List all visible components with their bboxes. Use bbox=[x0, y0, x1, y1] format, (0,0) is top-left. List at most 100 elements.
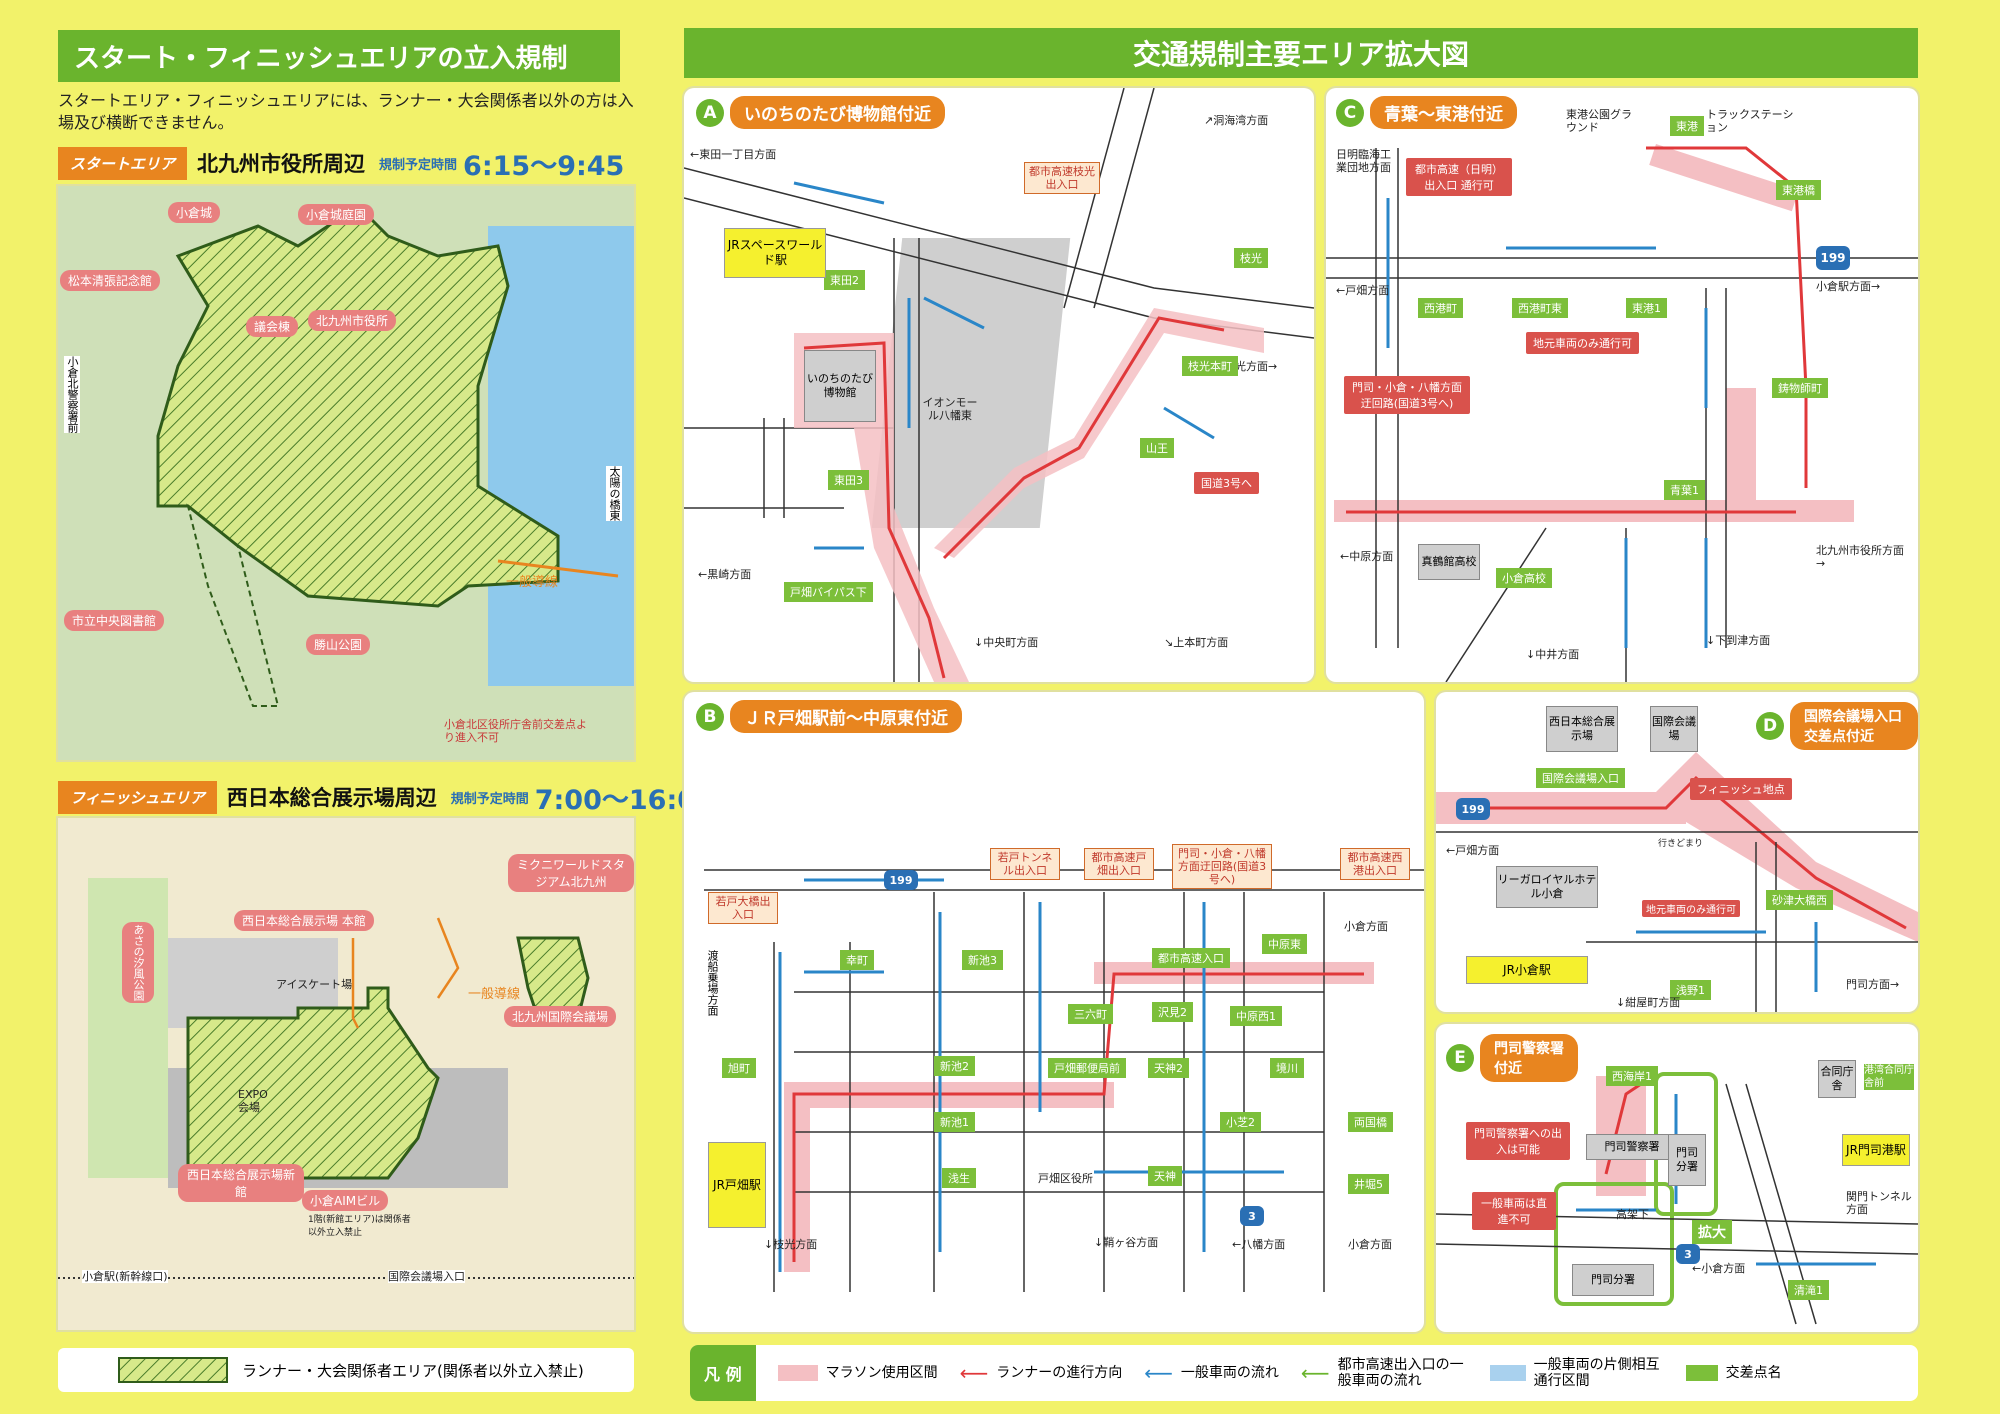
b-ramp-1: 若戸トンネル出入口 bbox=[990, 848, 1060, 880]
b-green-16: 両国橋 bbox=[1348, 1112, 1393, 1132]
panel-c-svg bbox=[1326, 144, 1918, 682]
panel-a-svg bbox=[684, 88, 1314, 682]
map-label-intl-conference: 北九州国際会議場 bbox=[504, 1006, 617, 1027]
b-dir-1: 渡船乗場方面 bbox=[706, 950, 719, 1016]
panel-c: C 青葉〜東港付近 日明臨海工業団地方面 ←戸畑方面 小倉駅方面→ ←中原方面 … bbox=[1326, 88, 1918, 682]
b-route-3: 3 bbox=[1240, 1206, 1264, 1226]
legend-heading: 凡 例 bbox=[690, 1345, 756, 1401]
c-ramp: 都市高速（日明）出入口 通行可 bbox=[1406, 158, 1512, 196]
panel-d: D 国際会議場入口交差点付近 西日本総合展示場 国際会議場 リーガロイヤルホテル… bbox=[1436, 692, 1918, 1012]
e-building-3: JR門司港駅 bbox=[1842, 1134, 1910, 1166]
panel-b: B ＪＲ戸畑駅前〜中原東付近 若戸大橋出入口 若戸トンネル出入口 都市高速戸畑出… bbox=[684, 692, 1424, 1332]
d-building-0: 西日本総合展示場 bbox=[1546, 706, 1618, 752]
map-label-expo-main: 西日本総合展示場 本館 bbox=[234, 910, 374, 931]
e-green-0: 西海岸1 bbox=[1606, 1066, 1658, 1086]
b-dir-5: 小倉方面 bbox=[1348, 1238, 1392, 1251]
b-ramp-0: 若戸大橋出入口 bbox=[708, 892, 778, 924]
e-building-4: 高架下 bbox=[1616, 1208, 1649, 1221]
b-green-2: 都市高速入口 bbox=[1152, 948, 1230, 968]
b-ramp-3: 都市高速西港出入口 bbox=[1340, 848, 1410, 880]
a-route3-tag: 国道3号へ bbox=[1194, 472, 1259, 494]
a-green-2: 枝光本町 bbox=[1182, 356, 1238, 376]
legend-marathon-label: マラソン使用区間 bbox=[825, 1365, 938, 1381]
c-route-199: 199 bbox=[1816, 246, 1850, 270]
panel-e-title: 門司警察署付近 bbox=[1480, 1034, 1578, 1082]
start-area-map: 小倉城 小倉城庭園 松本清張記念館 議会棟 北九州市役所 市立中央図書館 勝山公… bbox=[58, 186, 634, 760]
d-building-1: 国際会議場 bbox=[1650, 706, 1698, 752]
legend-expressway: ⟵ 都市高速出入口の一般車両の流れ bbox=[1301, 1357, 1468, 1389]
legend-traffic: ⟵ 一般車両の流れ bbox=[1144, 1361, 1279, 1385]
finish-tag: フィニッシュエリア bbox=[58, 780, 217, 814]
e-monji-branch: 門司分署 bbox=[1668, 1134, 1706, 1186]
e-harbor-office: 港湾合同庁舎前 bbox=[1864, 1064, 1914, 1090]
d-building-3: JR小倉駅 bbox=[1466, 956, 1588, 984]
panel-e: E 門司警察署付近 門司警察署への出入は可能 一般車両は直進不可 門司警察署 門… bbox=[1436, 1024, 1918, 1332]
b-green-3: 中原東 bbox=[1262, 934, 1307, 954]
b-green-4: 旭町 bbox=[722, 1058, 756, 1078]
c-green-0: 東港 bbox=[1670, 116, 1704, 136]
d-green-1: 砂津大橋西 bbox=[1766, 890, 1833, 910]
map-label-no-entry: 小倉北区役所庁舎前交差点より進入不可 bbox=[444, 718, 587, 744]
start-tag: スタートエリア bbox=[58, 146, 188, 180]
map-label-stadium: ミクニワールドスタジアム北九州 bbox=[508, 854, 634, 892]
e-green-1: 清滝1 bbox=[1788, 1280, 1829, 1300]
finish-time-label: 規制予定時間 bbox=[450, 791, 529, 807]
map-label-city-hall: 北九州市役所 bbox=[308, 310, 397, 331]
start-subhead: スタートエリア 北九州市役所周辺 規制予定時間 6:15〜9:45 bbox=[58, 146, 624, 182]
legend-alternating: 一般車両の片側相互通行区間 bbox=[1489, 1357, 1664, 1389]
b-green-11: 新池1 bbox=[934, 1112, 975, 1132]
b-dir-3: ↓鞘ヶ谷方面 bbox=[1094, 1236, 1159, 1249]
b-dir-0: 小倉方面 bbox=[1344, 920, 1388, 933]
d-dir-1: 門司方面→ bbox=[1846, 978, 1900, 991]
c-green-3: 西港町東 bbox=[1512, 298, 1568, 318]
b-green-12: 境川 bbox=[1270, 1058, 1304, 1078]
d-route-199: 199 bbox=[1456, 798, 1490, 820]
panel-a-runner-route bbox=[803, 341, 946, 679]
map-label-aim: 小倉AIMビル bbox=[302, 1190, 389, 1211]
a-museum: いのちのたび博物館 bbox=[804, 350, 876, 422]
panel-b-header: B ＪＲ戸畑駅前〜中原東付近 bbox=[696, 700, 962, 733]
c-dir-0: 日明臨海工業団地方面 bbox=[1336, 148, 1391, 174]
d-finish: フィニッシュ地点 bbox=[1690, 778, 1792, 800]
b-green-1: 新池3 bbox=[962, 950, 1003, 970]
a-green-4: 東田3 bbox=[828, 470, 869, 490]
map-label-aim-note: 1階(新館エリア)は関係者以外立入禁止 bbox=[308, 1215, 411, 1238]
map-label-kokura-castle: 小倉城 bbox=[168, 202, 221, 223]
c-place-1: トラックステーション bbox=[1706, 108, 1794, 134]
start-map-svg bbox=[58, 186, 634, 760]
finish-general-route bbox=[351, 938, 360, 1029]
a-dir-1: ↗洞海湾方面 bbox=[1204, 114, 1269, 127]
legend-marathon-swatch bbox=[777, 1365, 818, 1381]
a-dir-0: ←東田一丁目方面 bbox=[690, 148, 777, 161]
map-label-conference-entrance: 国際会議場入口 bbox=[388, 1270, 465, 1283]
a-green-1: 枝光 bbox=[1234, 248, 1268, 268]
panel-a: A いのちのたび博物館付近 ←東田一丁目方面 ↗洞海湾方面 枝光方面→ ←黒崎方… bbox=[684, 88, 1314, 682]
e-route-3: 3 bbox=[1676, 1244, 1700, 1264]
right-title-bar: 交通規制主要エリア拡大図 bbox=[684, 28, 1918, 78]
d-deadend: 行きどまり bbox=[1658, 839, 1704, 849]
panel-b-runner-route bbox=[792, 972, 1364, 1262]
b-green-6: 三六町 bbox=[1068, 1004, 1113, 1024]
start-place: 北九州市役所周辺 bbox=[197, 152, 366, 176]
a-jr-station: JRスペースワールド駅 bbox=[724, 228, 826, 278]
panel-d-title: 国際会議場入口交差点付近 bbox=[1790, 702, 1918, 750]
legend-runner-label: ランナーの進行方向 bbox=[996, 1365, 1123, 1381]
map-label-katsuyama-park: 勝山公園 bbox=[306, 634, 371, 655]
map-label-expo-venue: EXPO会場 bbox=[238, 1088, 268, 1114]
c-place-2: 真鶴館高校 bbox=[1418, 544, 1480, 580]
finish-place: 西日本総合展示場周辺 bbox=[226, 786, 437, 810]
legend-expressway-arrow-icon: ⟵ bbox=[1300, 1361, 1330, 1385]
panel-e-header: E 門司警察署付近 bbox=[1446, 1034, 1578, 1082]
c-dir-1: ←戸畑方面 bbox=[1336, 284, 1390, 297]
finish-subhead: フィニッシュエリア 西日本総合展示場周辺 規制予定時間 7:00〜16:00 bbox=[58, 780, 715, 816]
legend-traffic-arrow-icon: ⟵ bbox=[1144, 1361, 1173, 1385]
b-green-17: 井堀5 bbox=[1348, 1174, 1389, 1194]
legend-marathon: マラソン使用区間 bbox=[777, 1365, 938, 1381]
panel-d-header: D 国際会議場入口交差点付近 bbox=[1756, 702, 1918, 750]
b-green-9: 戸畑郵便局前 bbox=[1048, 1058, 1126, 1078]
c-dir-3: ←中原方面 bbox=[1340, 550, 1394, 563]
a-dir-4: ↓中央町方面 bbox=[974, 636, 1039, 649]
d-building-2: リーガロイヤルホテル小倉 bbox=[1496, 866, 1598, 908]
b-green-5: 新池2 bbox=[934, 1056, 975, 1076]
legend-intersection: 交差点名 bbox=[1685, 1365, 1782, 1381]
